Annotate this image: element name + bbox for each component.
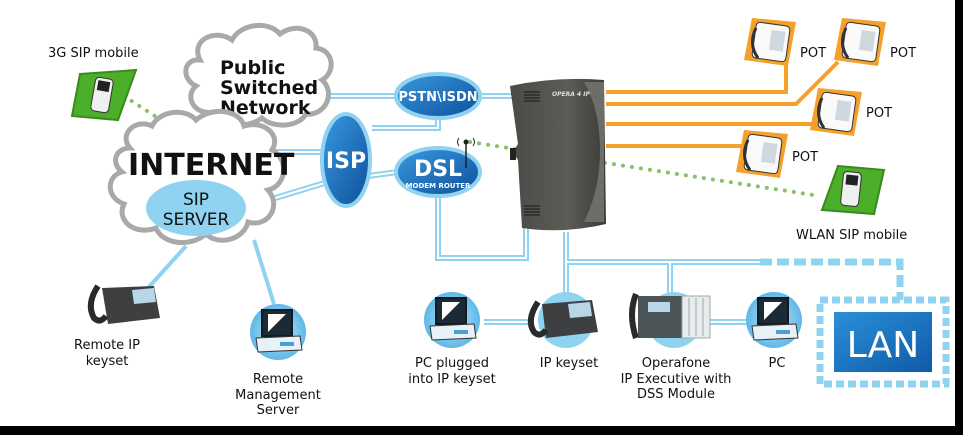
dsl-label: DSL: [414, 157, 462, 182]
pot-phone-2: [834, 18, 886, 66]
label-remote-ip-keyset: Remote IP keyset: [72, 338, 142, 369]
pot-phone-4: [736, 130, 788, 178]
modem-router-label: MODEM ROUTER: [406, 182, 471, 190]
link-bus-lan-dashed: [760, 258, 904, 300]
label-remote-management-server: Remote Management Server: [230, 372, 326, 419]
pc-plugged-into-ip-keyset: [424, 292, 480, 348]
pot-phones: [736, 18, 886, 178]
label-pot-1: POT: [800, 46, 827, 61]
pbx-side-port: [510, 148, 516, 160]
pstn-isdn-oval: PSTN\ISDN: [394, 72, 482, 120]
label-line: Remote: [252, 372, 304, 387]
sip-server-line-2: SERVER: [163, 210, 230, 230]
pbx-vent-top: [524, 91, 540, 102]
remote-management-server: [250, 304, 306, 360]
label-pot-3: POT: [866, 106, 893, 121]
pstn-cloud-line-1: Public: [220, 57, 285, 79]
label-pot-2: POT: [890, 46, 917, 61]
label-wlan-sip-mobile: WLAN SIP mobile: [796, 228, 908, 243]
pstn-cloud-line-2: Switched: [220, 77, 318, 99]
sip-server-line-1: SIP: [183, 190, 209, 210]
wlan-sip-mobile: [820, 164, 886, 216]
sip-server-oval: [146, 180, 246, 236]
label-line: DSS Module: [637, 387, 715, 403]
internet-label: INTERNET: [128, 148, 295, 183]
pstn-isdn-label: PSTN\ISDN: [398, 90, 477, 105]
internet-cloud: INTERNET SIP SERVER: [107, 108, 295, 246]
wifi-signal-icon: [457, 137, 475, 147]
label-pot-4: POT: [792, 150, 819, 165]
dsl-modem-router: DSL MODEM ROUTER: [394, 137, 482, 198]
label-line: into IP keyset: [408, 371, 496, 387]
label-line: keyset: [85, 353, 129, 369]
label-line: Remote IP: [74, 338, 140, 353]
isp-oval: ISP: [320, 112, 372, 208]
label-line: Management: [235, 387, 321, 403]
label-pc: PC: [768, 356, 786, 371]
wireless-links: [122, 94, 822, 198]
diagram-canvas: Public Switched Network INTERNET SIP SER…: [0, 0, 955, 426]
isp-label: ISP: [326, 149, 366, 174]
label-operafone: Operafone IP Executive with DSS Module: [616, 356, 736, 403]
opera-4-ip-pbx: OPERA 4 IP: [510, 78, 606, 231]
pot-connections: [606, 56, 840, 148]
pot-phone-3: [810, 88, 862, 136]
link-internet-remote-keyset: [146, 244, 188, 290]
label-line: Operafone: [641, 356, 711, 371]
pc: [746, 292, 802, 348]
label-ip-keyset: IP keyset: [539, 356, 599, 371]
wireless-3g-internet: [122, 94, 166, 124]
lan-label: LAN: [847, 325, 919, 366]
pbx-vent-bottom: [524, 205, 540, 216]
antenna-tip: [463, 139, 469, 145]
remote-ip-keyset: [87, 284, 160, 324]
label-3g-sip-mobile: 3G SIP mobile: [48, 46, 139, 61]
pbx-brand-label: OPERA 4 IP: [552, 91, 590, 98]
lan-box: LAN: [816, 296, 950, 388]
pot-phone-1: [744, 18, 796, 66]
pot-line-1: [606, 56, 788, 94]
operafone-ip-executive: [629, 292, 711, 348]
label-line: PC plugged: [415, 356, 489, 371]
label-line: IP Executive with: [620, 371, 732, 387]
link-internet-remote-mgmt: [252, 239, 276, 305]
pot-line-2: [606, 60, 840, 106]
link-dsl-pbx: [435, 196, 529, 261]
label-pc-plugged: PC plugged into IP keyset: [404, 356, 500, 387]
ip-keyset: [527, 292, 598, 348]
pstn-cloud-line-3: Network: [220, 97, 311, 119]
label-line: Server: [256, 403, 300, 419]
diagram-svg: Public Switched Network INTERNET SIP SER…: [70, 18, 950, 388]
pstn-cloud: Public Switched Network: [183, 22, 334, 128]
3g-sip-mobile: [70, 68, 138, 122]
pbx-side-panel: [584, 82, 604, 222]
